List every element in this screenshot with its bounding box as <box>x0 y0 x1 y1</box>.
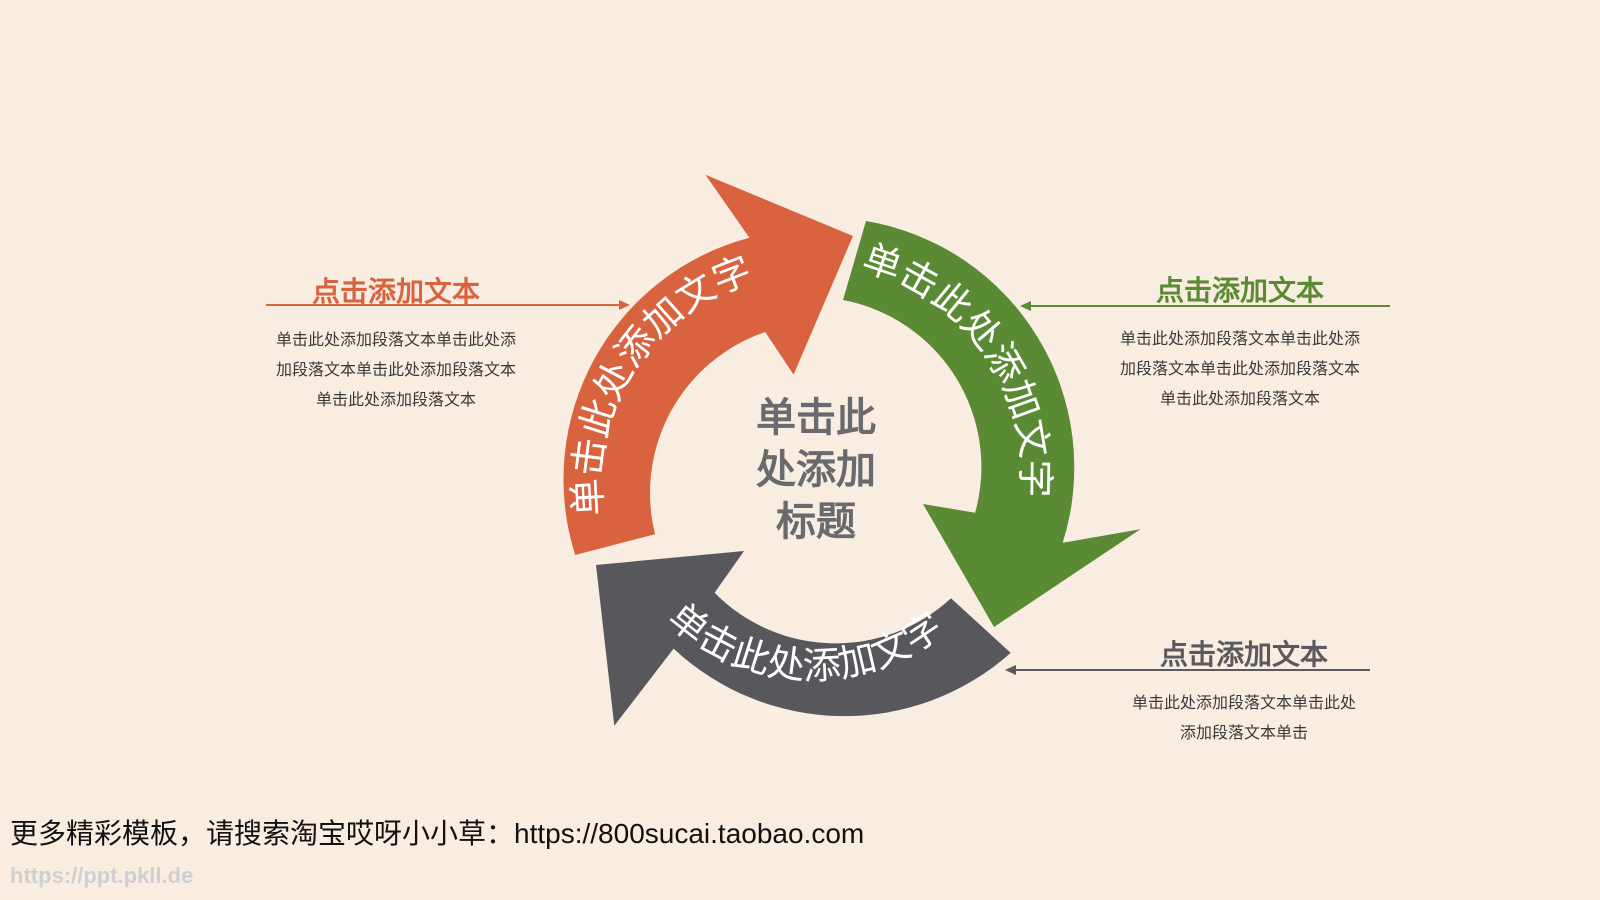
label-left-body[interactable]: 单击此处添加段落文本单击此处添 加段落文本单击此处添加段落文本 单击此处添加段落… <box>246 325 546 415</box>
connector-left-arrowhead <box>619 300 630 310</box>
label-block-left: 点击添加文本 单击此处添加段落文本单击此处添 加段落文本单击此处添加段落文本 单… <box>246 275 546 415</box>
label-bottom-line-1: 单击此处添加段落文本单击此处 <box>1131 693 1356 712</box>
arrow-orange <box>563 174 853 556</box>
label-right-line-2: 加段落文本单击此处添加段落文本 <box>1119 359 1360 378</box>
label-left-line-3: 单击此处添加段落文本 <box>315 390 476 409</box>
label-right-line-3: 单击此处添加段落文本 <box>1159 389 1320 408</box>
cycle-arrows <box>563 174 1141 726</box>
connector-bottom-arrowhead <box>1005 665 1016 675</box>
center-title-line-3: 标题 <box>776 499 856 545</box>
label-bottom-line-2: 添加段落文本单击 <box>1179 723 1308 742</box>
footer-promo-text: 更多精彩模板，请搜索淘宝哎呀小小草： <box>10 817 515 850</box>
label-block-bottom: 点击添加文本 单击此处添加段落文本单击此处 添加段落文本单击 <box>1094 638 1394 748</box>
label-right-line-1: 单击此处添加段落文本单击此处添 <box>1119 329 1360 348</box>
label-right-title[interactable]: 点击添加文本 <box>1155 274 1324 307</box>
connector-right-arrowhead <box>1020 301 1031 311</box>
label-bottom-body[interactable]: 单击此处添加段落文本单击此处 添加段落文本单击 <box>1094 688 1394 748</box>
connector-lines <box>266 300 1390 675</box>
label-left-line-2: 加段落文本单击此处添加段落文本 <box>275 360 516 379</box>
label-block-right: 点击添加文本 单击此处添加段落文本单击此处添 加段落文本单击此处添加段落文本 单… <box>1090 274 1390 414</box>
center-title-line-2: 处添加 <box>756 447 876 493</box>
arrow-green <box>843 221 1141 627</box>
arrow-gray <box>596 551 1011 726</box>
label-left-title[interactable]: 点击添加文本 <box>311 275 480 308</box>
label-bottom-title[interactable]: 点击添加文本 <box>1159 638 1328 671</box>
center-title-line-1: 单击此 <box>756 395 876 441</box>
label-right-body[interactable]: 单击此处添加段落文本单击此处添 加段落文本单击此处添加段落文本 单击此处添加段落… <box>1090 324 1390 414</box>
center-title[interactable]: 单击此 处添加 标题 <box>730 392 902 548</box>
footer-promo-link[interactable]: https://800sucai.taobao.com <box>514 818 865 849</box>
footer-watermark: https://ppt.pkll.de <box>10 863 194 888</box>
label-left-line-1: 单击此处添加段落文本单击此处添 <box>275 330 516 349</box>
footer-promo: 更多精彩模板，请搜索淘宝哎呀小小草：https://800sucai.taoba… <box>10 812 864 852</box>
